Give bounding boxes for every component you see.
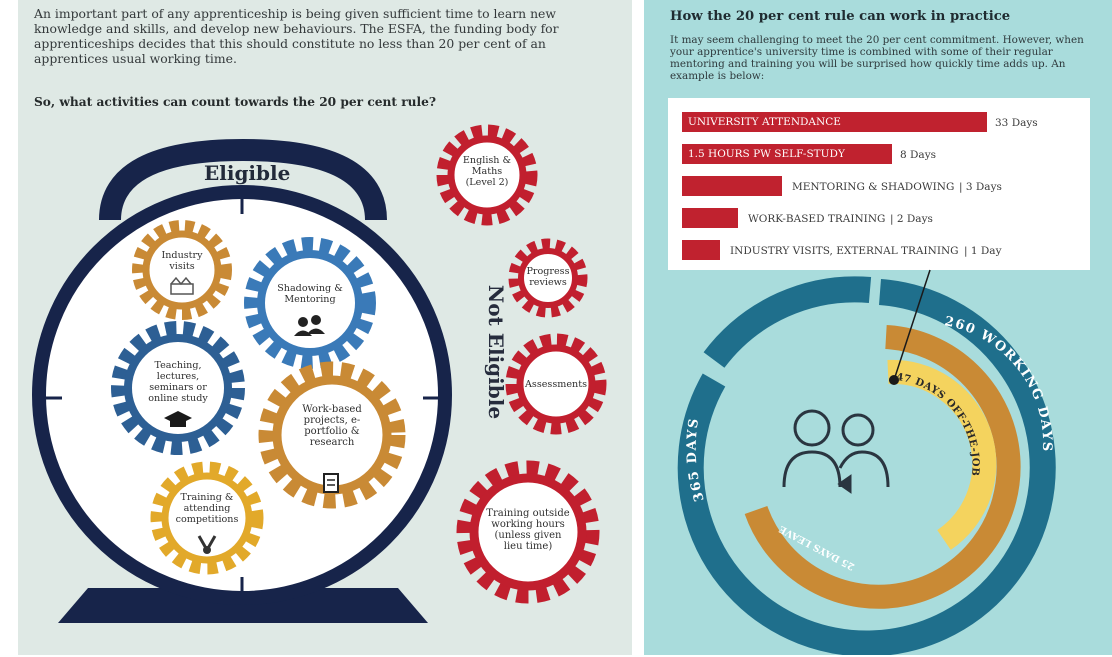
gear-training-competitions: [150, 461, 264, 575]
ring-365-days: [677, 279, 1056, 655]
days-rings: 365 DAYS 260 WORKING DAYS 47 DAYS OFF-TH…: [677, 269, 1056, 655]
bar-row-0: UNIVERSITY ATTENDANCE 33 Days: [682, 112, 1082, 132]
graduation-cap-icon: [164, 411, 192, 427]
practice-panel: How the 20 per cent rule can work in pra…: [644, 0, 1112, 655]
question-heading: So, what activities can count towards th…: [34, 95, 437, 109]
bar-label: WORK-BASED TRAINING: [748, 213, 886, 225]
bar-chart: UNIVERSITY ATTENDANCE 33 Days 1.5 HOURS …: [668, 98, 1090, 270]
bar-row-3: WORK-BASED TRAINING | 2 Days: [682, 208, 1082, 228]
scale-base: [58, 588, 428, 623]
medal-icon: [197, 535, 217, 554]
bar-mentoring: [682, 176, 782, 196]
bar-label: UNIVERSITY ATTENDANCE: [688, 116, 841, 128]
bar-work-based-training: [682, 208, 738, 228]
bar-value: | 2 Days: [890, 213, 933, 225]
bar-industry-visits: [682, 240, 720, 260]
gear-label-progress-reviews: Progress reviews: [526, 266, 570, 288]
gear-assessments: [505, 333, 607, 435]
bar-university-attendance: UNIVERSITY ATTENDANCE: [682, 112, 987, 132]
gear-progress-reviews: [508, 238, 588, 318]
practice-intro: It may seem challenging to meet the 20 p…: [670, 34, 1084, 82]
gear-training-outside-hours: [456, 460, 600, 604]
bar-label: INDUSTRY VISITS, EXTERNAL TRAINING: [730, 245, 959, 257]
gear-english-maths: [436, 124, 538, 226]
bar-value: 8 Days: [900, 149, 937, 161]
gear-label-training-outside: Training outside working hours (unless g…: [486, 508, 570, 552]
bar-label: MENTORING & SHADOWING: [792, 181, 955, 193]
bar-row-4: INDUSTRY VISITS, EXTERNAL TRAINING | 1 D…: [682, 240, 1082, 260]
gear-label-english-maths: English & Maths (Level 2): [462, 155, 512, 188]
gear-label-training-competitions: Training & attending competitions: [175, 492, 239, 525]
eligible-label: Eligible: [204, 161, 291, 185]
document-icon: [323, 473, 339, 493]
gear-label-teaching: Teaching, lectures, seminars or online s…: [148, 360, 208, 404]
bar-row-2: MENTORING & SHADOWING | 3 Days: [682, 176, 1082, 196]
bar-self-study: 1.5 HOURS PW SELF-STUDY: [682, 144, 892, 164]
bar-value: | 1 Day: [964, 245, 1002, 257]
gear-label-work-based: Work-based projects, e-portfolio & resea…: [302, 404, 362, 448]
bar-value: | 3 Days: [959, 181, 1002, 193]
gear-shadowing-mentoring: [244, 237, 376, 369]
people-outline-icon: [782, 409, 890, 494]
leader-line: [893, 269, 931, 381]
gear-label-shadowing: Shadowing & Mentoring: [277, 283, 343, 305]
gear-industry-visits: [132, 220, 232, 320]
not-eligible-label: Not Eligible: [484, 284, 508, 420]
gear-label-assessments: Assessments: [524, 379, 588, 390]
scale-illustration: [32, 124, 607, 623]
intro-text: An important part of any apprenticeship …: [34, 6, 559, 66]
ring-47-days-off-the-job: [887, 359, 997, 550]
eligibility-panel: An important part of any apprenticeship …: [18, 0, 632, 655]
factory-icon: [170, 276, 194, 295]
ring-260-working-days: [744, 325, 1021, 609]
bar-label: 1.5 HOURS PW SELF-STUDY: [688, 148, 845, 160]
gear-teaching: [111, 321, 245, 455]
gear-work-based-projects: [258, 361, 406, 509]
leader-dot: [889, 375, 899, 385]
practice-title: How the 20 per cent rule can work in pra…: [670, 9, 1011, 24]
bar-value: 33 Days: [995, 117, 1038, 129]
bar-row-1: 1.5 HOURS PW SELF-STUDY 8 Days: [682, 144, 1082, 164]
people-icon: [294, 315, 325, 336]
gear-label-industry-visits: Industry visits: [161, 250, 203, 272]
scale-handle: [99, 138, 387, 221]
